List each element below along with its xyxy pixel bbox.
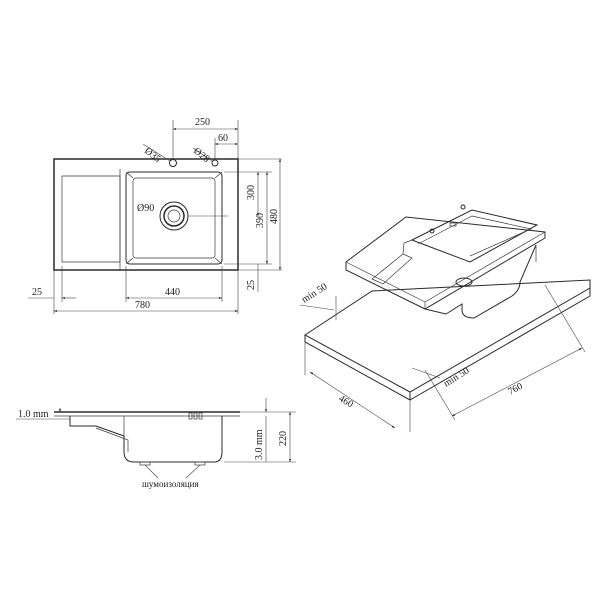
dim-250-label: 250	[195, 117, 210, 128]
bowl-corner	[214, 257, 223, 265]
drainboard-outline	[61, 175, 121, 263]
bowl-outer	[125, 171, 223, 265]
dim-480-label: 480	[269, 209, 280, 224]
insulation-label: шумоизоляция	[142, 479, 199, 489]
sink-top-plate	[345, 216, 546, 310]
tap-hole-icon	[460, 204, 466, 210]
dim-460-label: 460	[336, 393, 355, 410]
drain-inner	[167, 209, 181, 223]
thickness-3-label: 3.0 mm	[254, 429, 265, 460]
dim-300-label: 300	[246, 185, 257, 200]
sink-outline	[53, 158, 239, 271]
bowl-opening	[410, 209, 539, 263]
section-view: шумоизоляция 1.0 mm 3.0 mm 220	[16, 398, 296, 489]
countertop-top	[304, 279, 591, 393]
drain-icon	[455, 277, 473, 287]
overflow-icon	[188, 412, 193, 420]
overflow-icon	[449, 222, 457, 227]
iso-view: min 50 460 min 50 760	[300, 204, 591, 432]
depth-220-label: 220	[278, 431, 289, 446]
tap-hole-icon	[211, 159, 219, 167]
dia-90-label: Ø90	[137, 203, 154, 214]
dia-35-label: Ø35	[142, 146, 162, 165]
min-50-bottom-label: min 50	[442, 365, 472, 389]
bowl-corner	[125, 171, 134, 179]
top-view: 250 60 Ø35 Ø28 Ø90 300 390 480 25 440	[28, 117, 282, 314]
bowl-body	[424, 244, 537, 319]
tap-hole-icon	[169, 159, 177, 167]
thickness-1-label: 1.0 mm	[18, 409, 49, 420]
dim-760-label: 760	[506, 381, 524, 398]
dim-390-label: 390	[255, 213, 266, 228]
dim-60-label: 60	[218, 133, 228, 144]
tap-hole-icon	[429, 228, 435, 234]
bowl-inner	[132, 177, 216, 259]
bowl-profile	[69, 416, 223, 463]
bowl-corner	[125, 257, 134, 265]
drain-ring	[163, 205, 185, 227]
dim-25-left-label: 25	[32, 287, 42, 298]
min-50-top-label: min 50	[300, 281, 330, 305]
dim-440-label: 440	[165, 287, 180, 298]
dim-780-label: 780	[135, 300, 150, 311]
bowl-corner	[214, 171, 223, 179]
dim-25-right-label: 25	[246, 280, 257, 290]
